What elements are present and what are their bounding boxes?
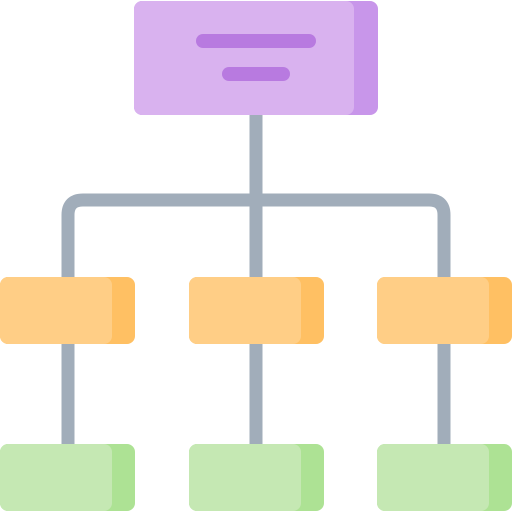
leaf-node-right bbox=[377, 444, 512, 511]
middle-node-center-body bbox=[189, 277, 301, 344]
middle-node-center bbox=[189, 277, 324, 344]
root-node-body bbox=[134, 1, 354, 115]
root-node bbox=[134, 1, 378, 115]
leaf-node-center-body bbox=[189, 444, 301, 511]
root-text-line-2 bbox=[222, 67, 290, 81]
middle-node-left-body bbox=[0, 277, 112, 344]
middle-node-left bbox=[0, 277, 135, 344]
leaf-node-center bbox=[189, 444, 324, 511]
leaf-node-right-body bbox=[377, 444, 489, 511]
middle-node-right bbox=[377, 277, 512, 344]
root-text-line-1 bbox=[196, 34, 316, 48]
connector-lines bbox=[61, 113, 451, 446]
middle-node-right-body bbox=[377, 277, 489, 344]
leaf-node-left-body bbox=[0, 444, 112, 511]
leaf-node-left bbox=[0, 444, 135, 511]
